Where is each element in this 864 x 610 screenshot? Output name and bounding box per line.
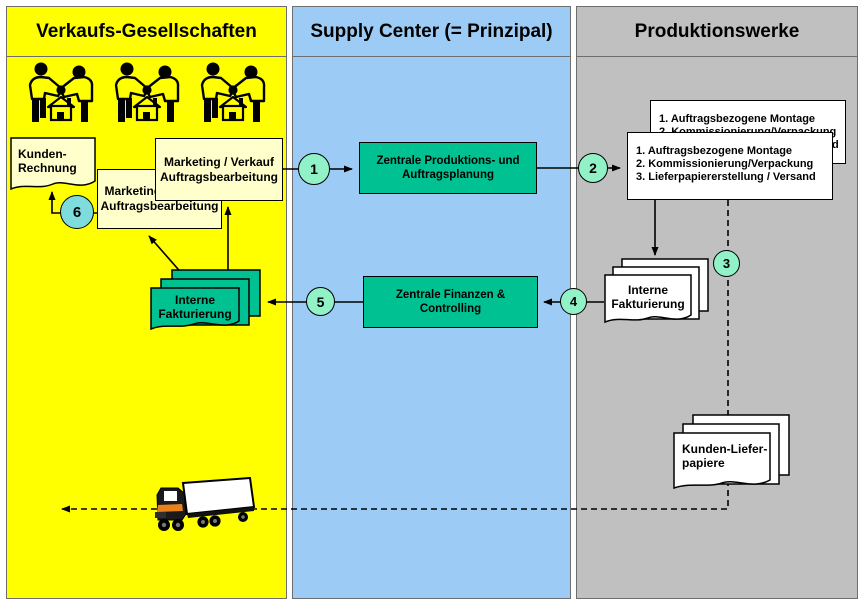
- kunden-rechnung-document: Kunden- Rechnung: [10, 137, 96, 195]
- column-title-sales: Verkaufs-Gesellschaften: [7, 7, 286, 57]
- handshake-icon: [192, 60, 274, 126]
- step-circle-6: 6: [60, 195, 94, 229]
- handshake-icon: [20, 60, 102, 126]
- interne-fakturierung-produktion-line1: Interne: [627, 282, 668, 297]
- delivery-truck-icon: [150, 477, 256, 535]
- zentrale-finanzen-line2: Controlling: [419, 303, 482, 315]
- marketing-verkauf-box-1: Marketing / Verkauf Auftragsbearbeitung: [155, 138, 283, 201]
- task-item-2: 2. Kommissionierung/Verpackung: [636, 158, 814, 170]
- zentrale-produktionsplanung-box: Zentrale Produktions- und Auftragsplanun…: [359, 142, 537, 194]
- marketing-2-line2: Auftragsbearbeitung: [100, 199, 219, 213]
- step-circle-1: 1: [298, 153, 330, 185]
- interne-fakturierung-vertrieb-line1: Interne: [174, 292, 215, 307]
- column-title-production: Produktionswerke: [577, 7, 857, 57]
- column-title-supply: Supply Center (= Prinzipal): [293, 7, 570, 57]
- zentrale-finanzen-line1: Zentrale Finanzen &: [395, 288, 506, 301]
- zentrale-produktion-line1: Zentrale Produktions- und: [376, 154, 520, 167]
- task-item-3: 3. Lieferpapiererstellung / Versand: [636, 171, 816, 183]
- kunden-rechnung-label-line2: Rechnung: [18, 161, 77, 175]
- marketing-1-line1: Marketing / Verkauf: [163, 154, 275, 169]
- interne-fakturierung-vertrieb-line2: Fakturierung: [158, 307, 232, 321]
- task-item-1: 1. Auftragsbezogene Montage: [659, 113, 816, 125]
- zentrale-produktion-line2: Auftragsplanung: [402, 169, 494, 181]
- interne-fakturierung-vertrieb-documents: Interne Fakturierung: [150, 269, 262, 339]
- handshake-icon: [106, 60, 188, 126]
- step-circle-2: 2: [578, 153, 608, 183]
- step-circle-4: 4: [560, 288, 587, 315]
- production-tasks-box-front: 1. Auftragsbezogene Montage 2. Kommissio…: [627, 132, 833, 200]
- interne-fakturierung-produktion-line2: Fakturierung: [611, 297, 685, 311]
- step-circle-3: 3: [713, 250, 740, 277]
- kunden-lieferpapiere-line1: Kunden-Liefer-: [682, 441, 768, 456]
- kunden-lieferpapiere-documents: Kunden-Liefer- papiere: [673, 414, 791, 502]
- zentrale-finanzen-box: Zentrale Finanzen & Controlling: [363, 276, 538, 328]
- interne-fakturierung-produktion-documents: Interne Fakturierung: [604, 258, 710, 336]
- task-item-1: 1. Auftragsbezogene Montage: [636, 145, 793, 157]
- step-circle-5: 5: [306, 287, 335, 316]
- marketing-1-line2: Auftragsbearbeitung: [159, 169, 278, 184]
- kunden-rechnung-label-line1: Kunden-: [18, 146, 67, 161]
- kunden-lieferpapiere-line2: papiere: [682, 456, 725, 470]
